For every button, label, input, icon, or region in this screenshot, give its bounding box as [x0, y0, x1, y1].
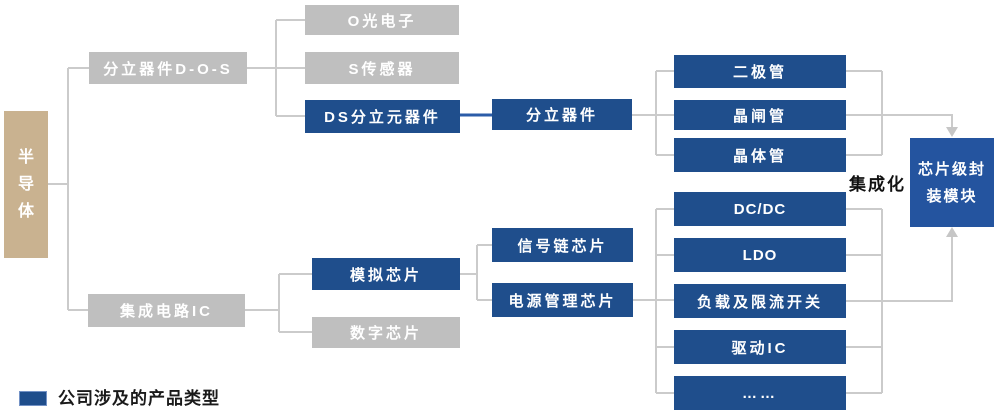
node-dcdc-label: DC/DC: [733, 200, 787, 218]
node-analog-chip-label: 模拟芯片: [349, 266, 422, 284]
node-discrete-device: 分立器件: [492, 99, 632, 130]
node-sensor-label: S传感器: [348, 60, 416, 78]
node-semiconductor-label: 半导体: [17, 148, 34, 221]
node-thyristor-label: 晶闸管: [732, 107, 787, 125]
integration-annotation: 集成化: [849, 175, 906, 194]
node-thyristor: 晶闸管: [674, 100, 846, 130]
node-driver-ic: 驱动IC: [674, 330, 846, 364]
arrow-icons: [946, 127, 958, 237]
node-discrete-dos-label: 分立器件D-O-S: [103, 60, 233, 78]
node-power-mgmt: 电源管理芯片: [492, 283, 633, 317]
node-ds-discrete-label: DS分立元器件: [324, 109, 441, 126]
node-optoelectronics: O光电子: [305, 5, 459, 35]
legend-label: 公司涉及的产品类型: [58, 389, 220, 408]
node-digital-chip-label: 数字芯片: [349, 325, 422, 342]
node-signal-chain: 信号链芯片: [492, 228, 633, 262]
node-load-switch: 负载及限流开关: [674, 284, 846, 318]
node-integrated-circuit-label: 集成电路IC: [119, 303, 213, 320]
node-optoelectronics-label: O光电子: [347, 12, 417, 30]
node-sensor: S传感器: [305, 52, 459, 84]
node-digital-chip: 数字芯片: [312, 317, 460, 348]
node-dcdc: DC/DC: [674, 192, 846, 226]
gray-connectors: [48, 19, 953, 394]
node-ldo-label: LDO: [742, 246, 778, 264]
node-analog-chip: 模拟芯片: [312, 258, 460, 290]
node-signal-chain-label: 信号链芯片: [517, 237, 608, 255]
node-more-products-label: ……: [742, 384, 778, 402]
node-discrete-dos: 分立器件D-O-S: [89, 52, 247, 84]
node-more-products: ……: [674, 376, 846, 410]
arrow-up-icon: [946, 227, 958, 237]
node-driver-ic-label: 驱动IC: [731, 339, 789, 357]
node-chip-package-module: 芯片级封装模块: [910, 138, 994, 227]
arrow-down-icon: [946, 127, 958, 137]
node-ldo: LDO: [674, 238, 846, 272]
node-semiconductor: 半导体: [4, 111, 48, 258]
node-integrated-circuit: 集成电路IC: [88, 294, 245, 327]
legend: 公司涉及的产品类型: [19, 384, 220, 409]
node-diode: 二极管: [674, 55, 846, 88]
node-chip-package-module-label: 芯片级封装模块: [917, 160, 986, 205]
node-power-mgmt-label: 电源管理芯片: [508, 292, 617, 310]
node-transistor-label: 晶体管: [732, 147, 787, 165]
node-transistor: 晶体管: [674, 138, 846, 172]
node-load-switch-label: 负载及限流开关: [696, 293, 823, 311]
node-diode-label: 二极管: [732, 64, 787, 81]
node-discrete-device-label: 分立器件: [525, 107, 598, 124]
legend-swatch: [19, 390, 47, 406]
node-ds-discrete: DS分立元器件: [305, 100, 460, 133]
